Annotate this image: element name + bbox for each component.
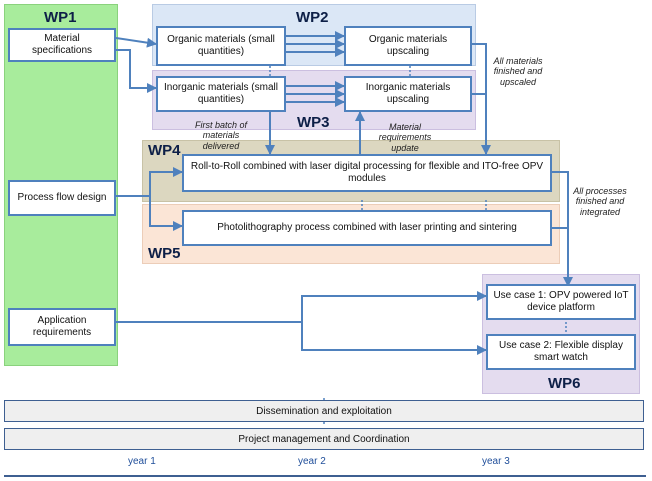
first-batch-note: First batch of materials delivered bbox=[194, 120, 248, 151]
inorganic-small-box: Inorganic materials (small quantities) bbox=[156, 76, 286, 112]
organic-upscaling-box: Organic materials upscaling bbox=[344, 26, 472, 66]
wp4-label: WP4 bbox=[148, 142, 181, 159]
all-materials-note: All materials finished and upscaled bbox=[493, 56, 543, 87]
inorganic-upscaling-box: Inorganic materials upscaling bbox=[344, 76, 472, 112]
use-case-1-box: Use case 1: OPV powered IoT device platf… bbox=[486, 284, 636, 320]
photolithography-box: Photolithography process combined with l… bbox=[182, 210, 552, 246]
roll-to-roll-box: Roll-to-Roll combined with laser digital… bbox=[182, 154, 552, 192]
management-band: Project management and Coordination bbox=[4, 428, 644, 450]
organic-small-box: Organic materials (small quantities) bbox=[156, 26, 286, 66]
process-flow-design-box: Process flow design bbox=[8, 180, 116, 216]
wp5-label: WP5 bbox=[148, 245, 181, 262]
wp3-label: WP3 bbox=[297, 114, 330, 131]
use-case-2-box: Use case 2: Flexible display smart watch bbox=[486, 334, 636, 370]
wp2-label: WP2 bbox=[296, 9, 329, 26]
all-processes-note: All processes finished and integrated bbox=[573, 186, 627, 217]
year-1-label: year 1 bbox=[128, 456, 156, 467]
wp6-label: WP6 bbox=[548, 375, 581, 392]
application-requirements-box: Application requirements bbox=[8, 308, 116, 346]
dissemination-band: Dissemination and exploitation bbox=[4, 400, 644, 422]
material-requirements-note: Material requirements update bbox=[378, 122, 432, 153]
material-specifications-box: Material specifications bbox=[8, 28, 116, 62]
wp1-label: WP1 bbox=[44, 9, 77, 26]
year-3-label: year 3 bbox=[482, 456, 510, 467]
year-2-label: year 2 bbox=[298, 456, 326, 467]
